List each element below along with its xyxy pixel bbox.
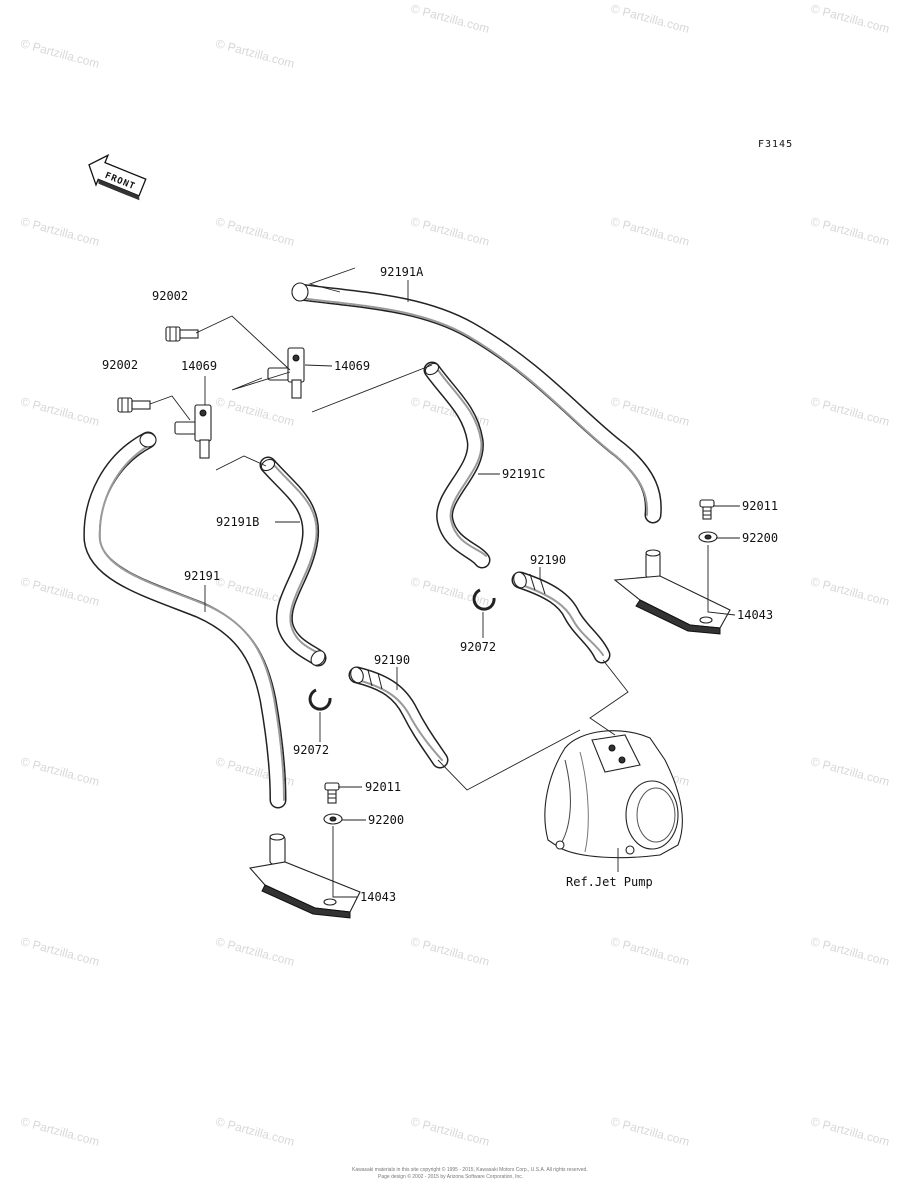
hose-92191 [83,431,287,809]
watermark: © Partzilla.com [609,934,691,968]
footer-page-design: Page design © 2002 - 2015 by Arizona Sof… [378,1173,523,1180]
watermark: © Partzilla.com [409,1114,491,1148]
label-92200-right: 92200 [742,531,778,545]
label-92011-right: 92011 [742,499,778,513]
label-92072-left: 92072 [293,743,329,757]
bracket-14043-right [613,549,731,635]
watermark: © Partzilla.com [214,1114,296,1148]
hose-92191a [291,282,662,524]
watermark: © Partzilla.com [809,934,891,968]
watermark: © Partzilla.com [809,394,891,428]
label-92072-mid: 92072 [460,640,496,654]
jet-pump-icon [544,730,683,859]
watermark: © Partzilla.com [19,36,101,70]
watermark: © Partzilla.com [409,934,491,968]
watermark: © Partzilla.com [214,36,296,70]
hose-92190-left [348,666,449,769]
watermark: © Partzilla.com [809,1114,891,1148]
screw-92011-right [699,499,715,520]
label-92191: 92191 [184,569,220,583]
watermark-layer: © Partzilla.com © Partzilla.com © Partzi… [19,1,891,1148]
label-92191a: 92191A [380,265,424,279]
bolt-92002-left [117,397,151,413]
bracket-14043-bottom [248,833,361,919]
watermark: © Partzilla.com [19,394,101,428]
watermark: © Partzilla.com [214,394,296,428]
bolt-92002-top [165,326,199,342]
clip-92072-mid [472,588,496,611]
label-92190-left: 92190 [374,653,410,667]
label-ref-jet-pump: Ref.Jet Pump [566,875,653,889]
callout-labels: 92191A 92002 14069 92002 14069 92191C 92… [102,265,778,904]
watermark: © Partzilla.com [809,574,891,608]
label-92002-left: 92002 [102,358,138,372]
watermark: © Partzilla.com [609,394,691,428]
watermark: © Partzilla.com [809,1,891,35]
leader-lines [149,267,740,898]
label-14069-right: 14069 [334,359,370,373]
watermark: © Partzilla.com [19,214,101,248]
washer-92200-bottom [323,813,343,825]
watermark: © Partzilla.com [809,214,891,248]
hose-92191c [423,361,491,569]
watermark: © Partzilla.com [19,1114,101,1148]
watermark: © Partzilla.com [609,214,691,248]
watermark: © Partzilla.com [19,574,101,608]
washer-92200-right [698,531,718,543]
watermark: © Partzilla.com [19,934,101,968]
label-92011-bottom: 92011 [365,780,401,794]
front-arrow-icon: FRONT [88,153,147,201]
label-92190-right: 92190 [530,553,566,567]
watermark: © Partzilla.com [409,214,491,248]
label-92002-top: 92002 [152,289,188,303]
label-14043-bottom: 14043 [360,890,396,904]
watermark: © Partzilla.com [19,754,101,788]
watermark: © Partzilla.com [609,1114,691,1148]
label-92191c: 92191C [502,467,545,481]
screw-92011-bottom [324,782,340,804]
label-14043-right: 14043 [737,608,773,622]
watermark: © Partzilla.com [214,934,296,968]
clip-92072-left [308,688,332,711]
label-14069-left: 14069 [181,359,217,373]
watermark: © Partzilla.com [609,1,691,35]
label-92200-bottom: 92200 [368,813,404,827]
label-92191b: 92191B [216,515,259,529]
fitting-14069-left [174,404,212,459]
watermark: © Partzilla.com [809,754,891,788]
figure-code: F3145 [758,139,793,150]
watermark: © Partzilla.com [214,214,296,248]
hose-92190-right [511,571,611,664]
footer-copyright: Kawasaki materials in this site copyrigh… [352,1166,588,1173]
watermark: © Partzilla.com [409,1,491,35]
hose-92191b [259,456,327,667]
